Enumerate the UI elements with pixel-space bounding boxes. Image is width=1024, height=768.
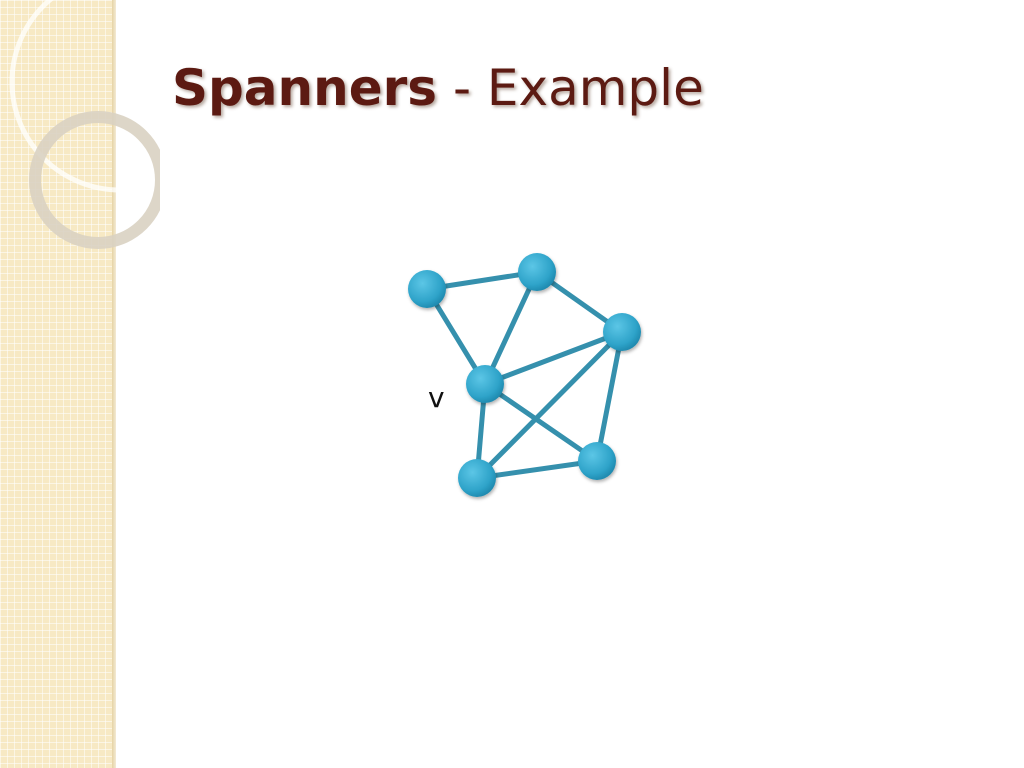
- sidebar-edge: [112, 0, 116, 768]
- decorative-circles: [9, 0, 160, 249]
- deco-circle-small: [29, 111, 160, 249]
- deco-circle-large: [9, 0, 160, 193]
- graph-diagram: v: [408, 253, 641, 497]
- slide-title: Spanners - Example: [172, 58, 704, 118]
- graph-edge: [474, 329, 625, 481]
- graph-edge: [482, 381, 600, 464]
- node-label-v: v: [428, 381, 445, 414]
- title-bold-text: Spanners: [172, 59, 438, 117]
- graph-edge: [482, 329, 625, 387]
- graph-edge: [474, 458, 600, 481]
- graph-node: [603, 313, 641, 351]
- graph-node: [458, 459, 496, 497]
- graph-edge: [594, 329, 625, 464]
- graph-node: [518, 253, 556, 291]
- graph-node: [408, 270, 446, 308]
- title-rest-text: - Example: [437, 59, 704, 117]
- graph-node: [578, 442, 616, 480]
- graph-edge: [482, 269, 540, 387]
- graph-node-v: [466, 365, 504, 403]
- graph-nodes: [408, 253, 641, 497]
